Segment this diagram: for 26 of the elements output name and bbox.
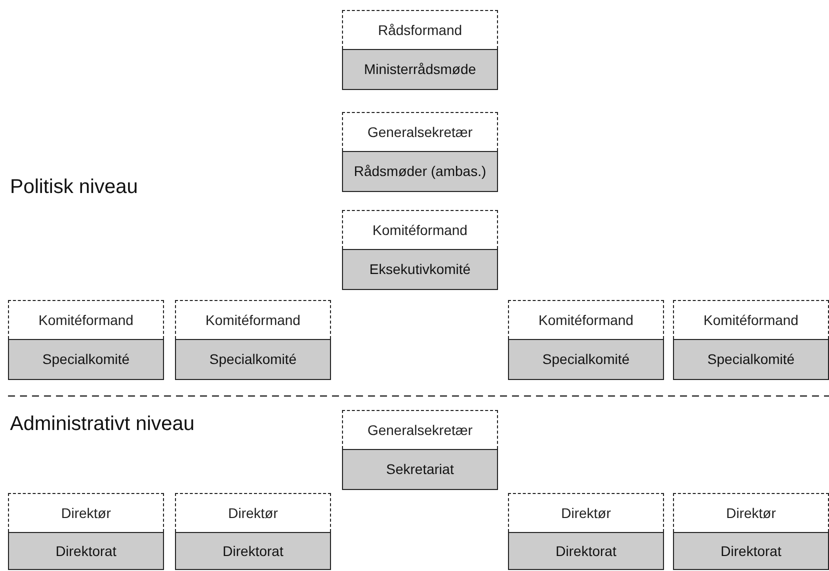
role-box: Direktør [673,493,829,532]
role-box: Komitéformand [342,210,498,249]
role-box: Direktør [175,493,331,532]
body-box: Direktorat [673,532,829,570]
body-box: Direktorat [508,532,664,570]
body-box: Direktorat [175,532,331,570]
body-box: Specialkomité [175,339,331,380]
body-box: Rådsmøder (ambas.) [342,151,498,192]
level-label: Politisk niveau [10,175,138,200]
body-box: Specialkomité [673,339,829,380]
role-box: Komitéformand [508,300,664,339]
level-label: Administrativt niveau [10,412,195,437]
body-box: Direktorat [8,532,164,570]
body-box: Eksekutivkomité [342,249,498,290]
role-box: Direktør [8,493,164,532]
role-box: Komitéformand [673,300,829,339]
body-box: Ministerrådsmøde [342,49,498,90]
role-box: Komitéformand [8,300,164,339]
role-box: Generalsekretær [342,410,498,449]
body-box: Specialkomité [8,339,164,380]
role-box: Rådsformand [342,10,498,49]
body-box: Specialkomité [508,339,664,380]
role-box: Generalsekretær [342,112,498,151]
role-box: Direktør [508,493,664,532]
role-box: Komitéformand [175,300,331,339]
body-box: Sekretariat [342,449,498,490]
